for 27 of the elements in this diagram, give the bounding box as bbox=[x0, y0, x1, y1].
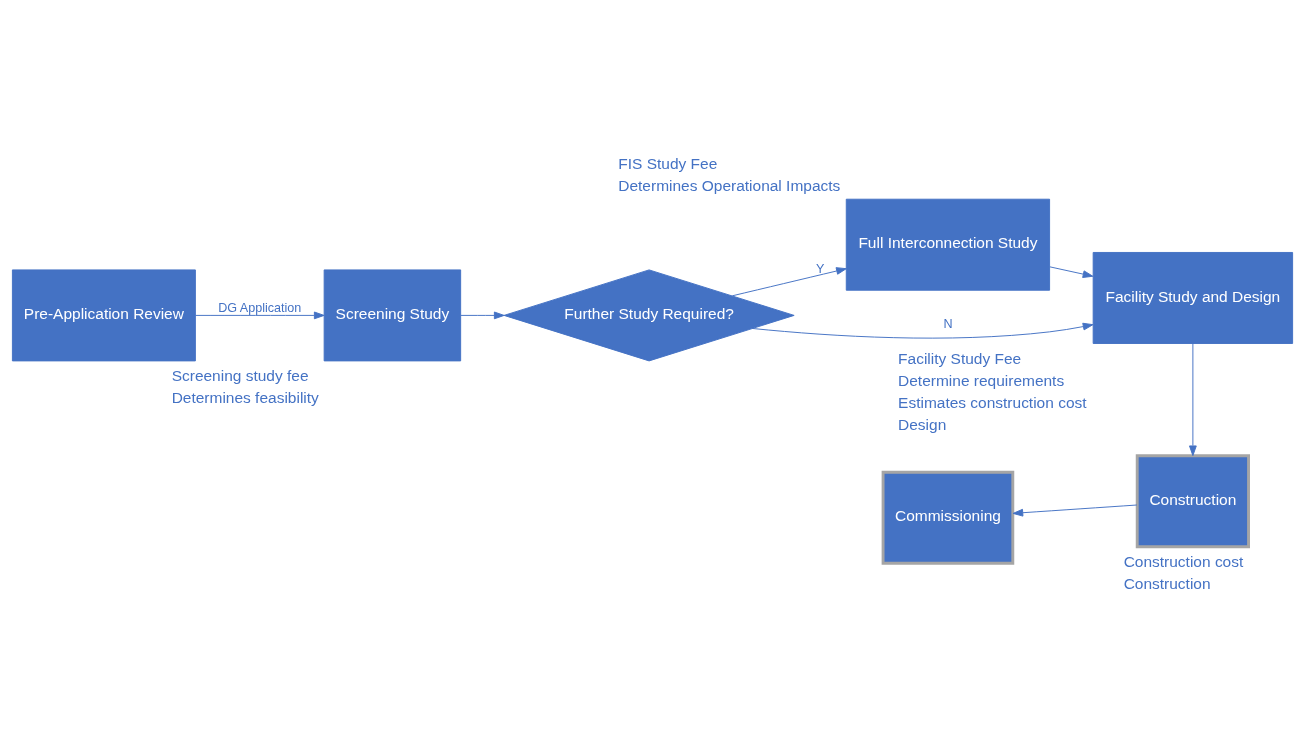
arrow bbox=[1189, 343, 1197, 457]
node-box: Screening Study bbox=[323, 269, 462, 362]
edge-label: DG Application bbox=[218, 300, 302, 315]
node-box: Facility Study and Design bbox=[1092, 251, 1294, 344]
node-label: Screening study fee bbox=[171, 367, 309, 385]
node-label: Design bbox=[898, 416, 947, 434]
node-label: Determines feasibility bbox=[171, 389, 319, 407]
node-box: Construction bbox=[1135, 454, 1250, 549]
arrow bbox=[1012, 504, 1138, 517]
arrow bbox=[460, 311, 505, 320]
edge-label: Y bbox=[815, 262, 825, 277]
arrow bbox=[731, 267, 847, 297]
node-label: Determines Operational Impacts bbox=[618, 177, 841, 195]
node-label: Facility Study Fee bbox=[898, 349, 1022, 367]
node-diamond: Further Study Required? bbox=[503, 269, 795, 362]
node-box: Pre-Application Review bbox=[11, 269, 196, 362]
node-label: Determine requirements bbox=[898, 371, 1065, 389]
node-label: Construction cost bbox=[1123, 552, 1244, 570]
arrow bbox=[1049, 266, 1094, 278]
node-label: Estimates construction cost bbox=[898, 394, 1087, 412]
node-box: Full Interconnection Study bbox=[845, 198, 1051, 291]
arrow bbox=[752, 322, 1094, 339]
node-box: Commissioning bbox=[881, 470, 1015, 565]
edge-label: N bbox=[943, 317, 953, 332]
node-label: Construction bbox=[1123, 575, 1211, 593]
arrow bbox=[195, 311, 325, 320]
node-label: FIS Study Fee bbox=[618, 155, 718, 173]
